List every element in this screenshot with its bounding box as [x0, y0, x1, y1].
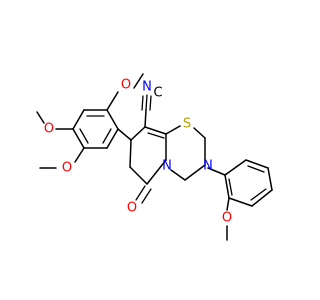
bond — [228, 178, 233, 196]
bond — [207, 167, 226, 176]
ring-nitrogen-label: N — [203, 159, 213, 174]
bond — [184, 164, 206, 181]
methoxy-oxygen-label: O — [121, 78, 131, 93]
bond — [146, 159, 167, 185]
bond — [149, 95, 152, 111]
bond — [144, 109, 147, 128]
bond — [141, 188, 152, 204]
methoxy-oxygen-label: O — [222, 211, 232, 226]
methoxy-oxygen-label: O — [62, 161, 72, 176]
bond — [106, 91, 119, 111]
bond — [247, 165, 265, 173]
atom-labels: O O O O O N C N N S — [44, 78, 232, 226]
bond-skeleton — [36, 73, 273, 241]
bond — [224, 174, 230, 199]
ring-nitrogen-label: N — [162, 159, 172, 174]
bond — [144, 126, 167, 135]
bond — [267, 167, 273, 191]
methoxy-oxygen-label: O — [44, 122, 54, 137]
bond — [224, 159, 247, 176]
bond — [72, 128, 85, 149]
bond — [102, 128, 112, 144]
bond — [36, 111, 45, 124]
carbonyl-oxygen-label: O — [127, 201, 137, 216]
bond — [117, 128, 132, 141]
nitrile-carbon-label: C — [153, 86, 162, 101]
bond — [129, 166, 148, 185]
ring-sulfur-label: S — [183, 117, 191, 132]
bond — [133, 73, 144, 89]
bond — [74, 147, 85, 163]
bond — [245, 159, 269, 169]
bond — [193, 127, 206, 139]
bond — [129, 139, 132, 168]
nitrile-nitrogen-label: N — [142, 80, 152, 95]
bond — [130, 126, 146, 141]
bond — [228, 197, 253, 207]
bond — [226, 197, 230, 211]
bond — [250, 188, 267, 201]
bond — [106, 128, 119, 149]
bond — [165, 125, 181, 135]
bond — [170, 169, 186, 181]
bond — [106, 109, 119, 130]
bond — [147, 132, 165, 139]
bond — [135, 185, 146, 201]
bond — [141, 95, 144, 111]
bond — [145, 94, 148, 111]
bond — [79, 128, 89, 144]
molecule-structure: O O O O O N C N N S — [36, 73, 273, 241]
bond — [72, 109, 85, 130]
bond — [251, 189, 273, 207]
